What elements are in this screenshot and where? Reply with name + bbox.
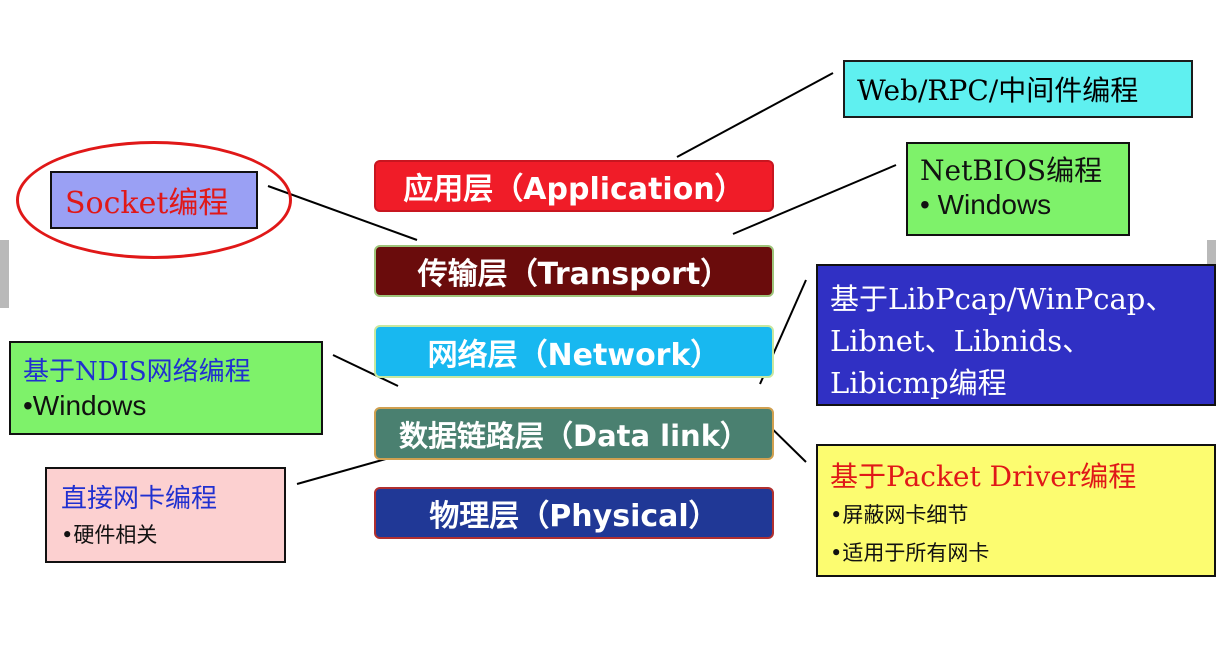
note-direct-nic-item: •硬件相关 [61, 523, 158, 547]
connector-netbios [732, 164, 897, 235]
connector-nic [296, 456, 394, 485]
note-netbios-item: • Windows [920, 189, 1052, 220]
note-libpcap-line3: Libicmp编程 [830, 366, 1007, 400]
layer-network: 网络层（Network） [374, 325, 774, 378]
note-netbios: NetBIOS编程 • Windows [906, 142, 1130, 236]
note-netbios-title: NetBIOS编程 [920, 154, 1103, 187]
layer-transport-label: 传输层（Transport） [417, 257, 731, 292]
note-packet-driver-title: 基于Packet Driver编程 [830, 460, 1137, 493]
layer-network-label: 网络层（Network） [427, 337, 721, 373]
note-libpcap-line1: 基于LibPcap/WinPcap、 [830, 282, 1175, 316]
note-ndis: 基于NDIS网络编程 •Windows [9, 341, 323, 435]
note-packet-driver-item1: •屏蔽网卡细节 [830, 503, 969, 527]
note-direct-nic: 直接网卡编程 •硬件相关 [45, 467, 286, 563]
note-direct-nic-title: 直接网卡编程 [61, 484, 218, 514]
left-edge-marker [0, 240, 9, 308]
note-libpcap-line2: Libnet、Libnids、 [830, 324, 1092, 358]
note-packet-driver: 基于Packet Driver编程 •屏蔽网卡细节 •适用于所有网卡 [816, 444, 1216, 577]
layer-datalink: 数据链路层（Data link） [374, 407, 774, 460]
note-socket: Socket编程 [50, 171, 258, 229]
layer-application-label: 应用层（Application） [403, 172, 745, 207]
layer-transport: 传输层（Transport） [374, 245, 774, 297]
layer-physical: 物理层（Physical） [374, 487, 774, 539]
note-ndis-item: •Windows [23, 390, 147, 421]
note-libpcap: 基于LibPcap/WinPcap、 Libnet、Libnids、 Libic… [816, 264, 1216, 406]
note-socket-text: Socket编程 [65, 186, 229, 221]
note-web-rpc: Web/RPC/中间件编程 [843, 60, 1193, 118]
connector-socket [267, 185, 418, 241]
connector-ndis [332, 354, 399, 387]
note-packet-driver-item2: •适用于所有网卡 [830, 541, 990, 565]
connector-web [676, 72, 834, 158]
note-ndis-title: 基于NDIS网络编程 [23, 357, 251, 387]
layer-application: 应用层（Application） [374, 160, 774, 212]
note-web-rpc-text: Web/RPC/中间件编程 [857, 74, 1139, 107]
layer-physical-label: 物理层（Physical） [429, 499, 719, 534]
socket-highlight-ellipse [16, 141, 292, 259]
layer-datalink-label: 数据链路层（Data link） [399, 418, 749, 453]
